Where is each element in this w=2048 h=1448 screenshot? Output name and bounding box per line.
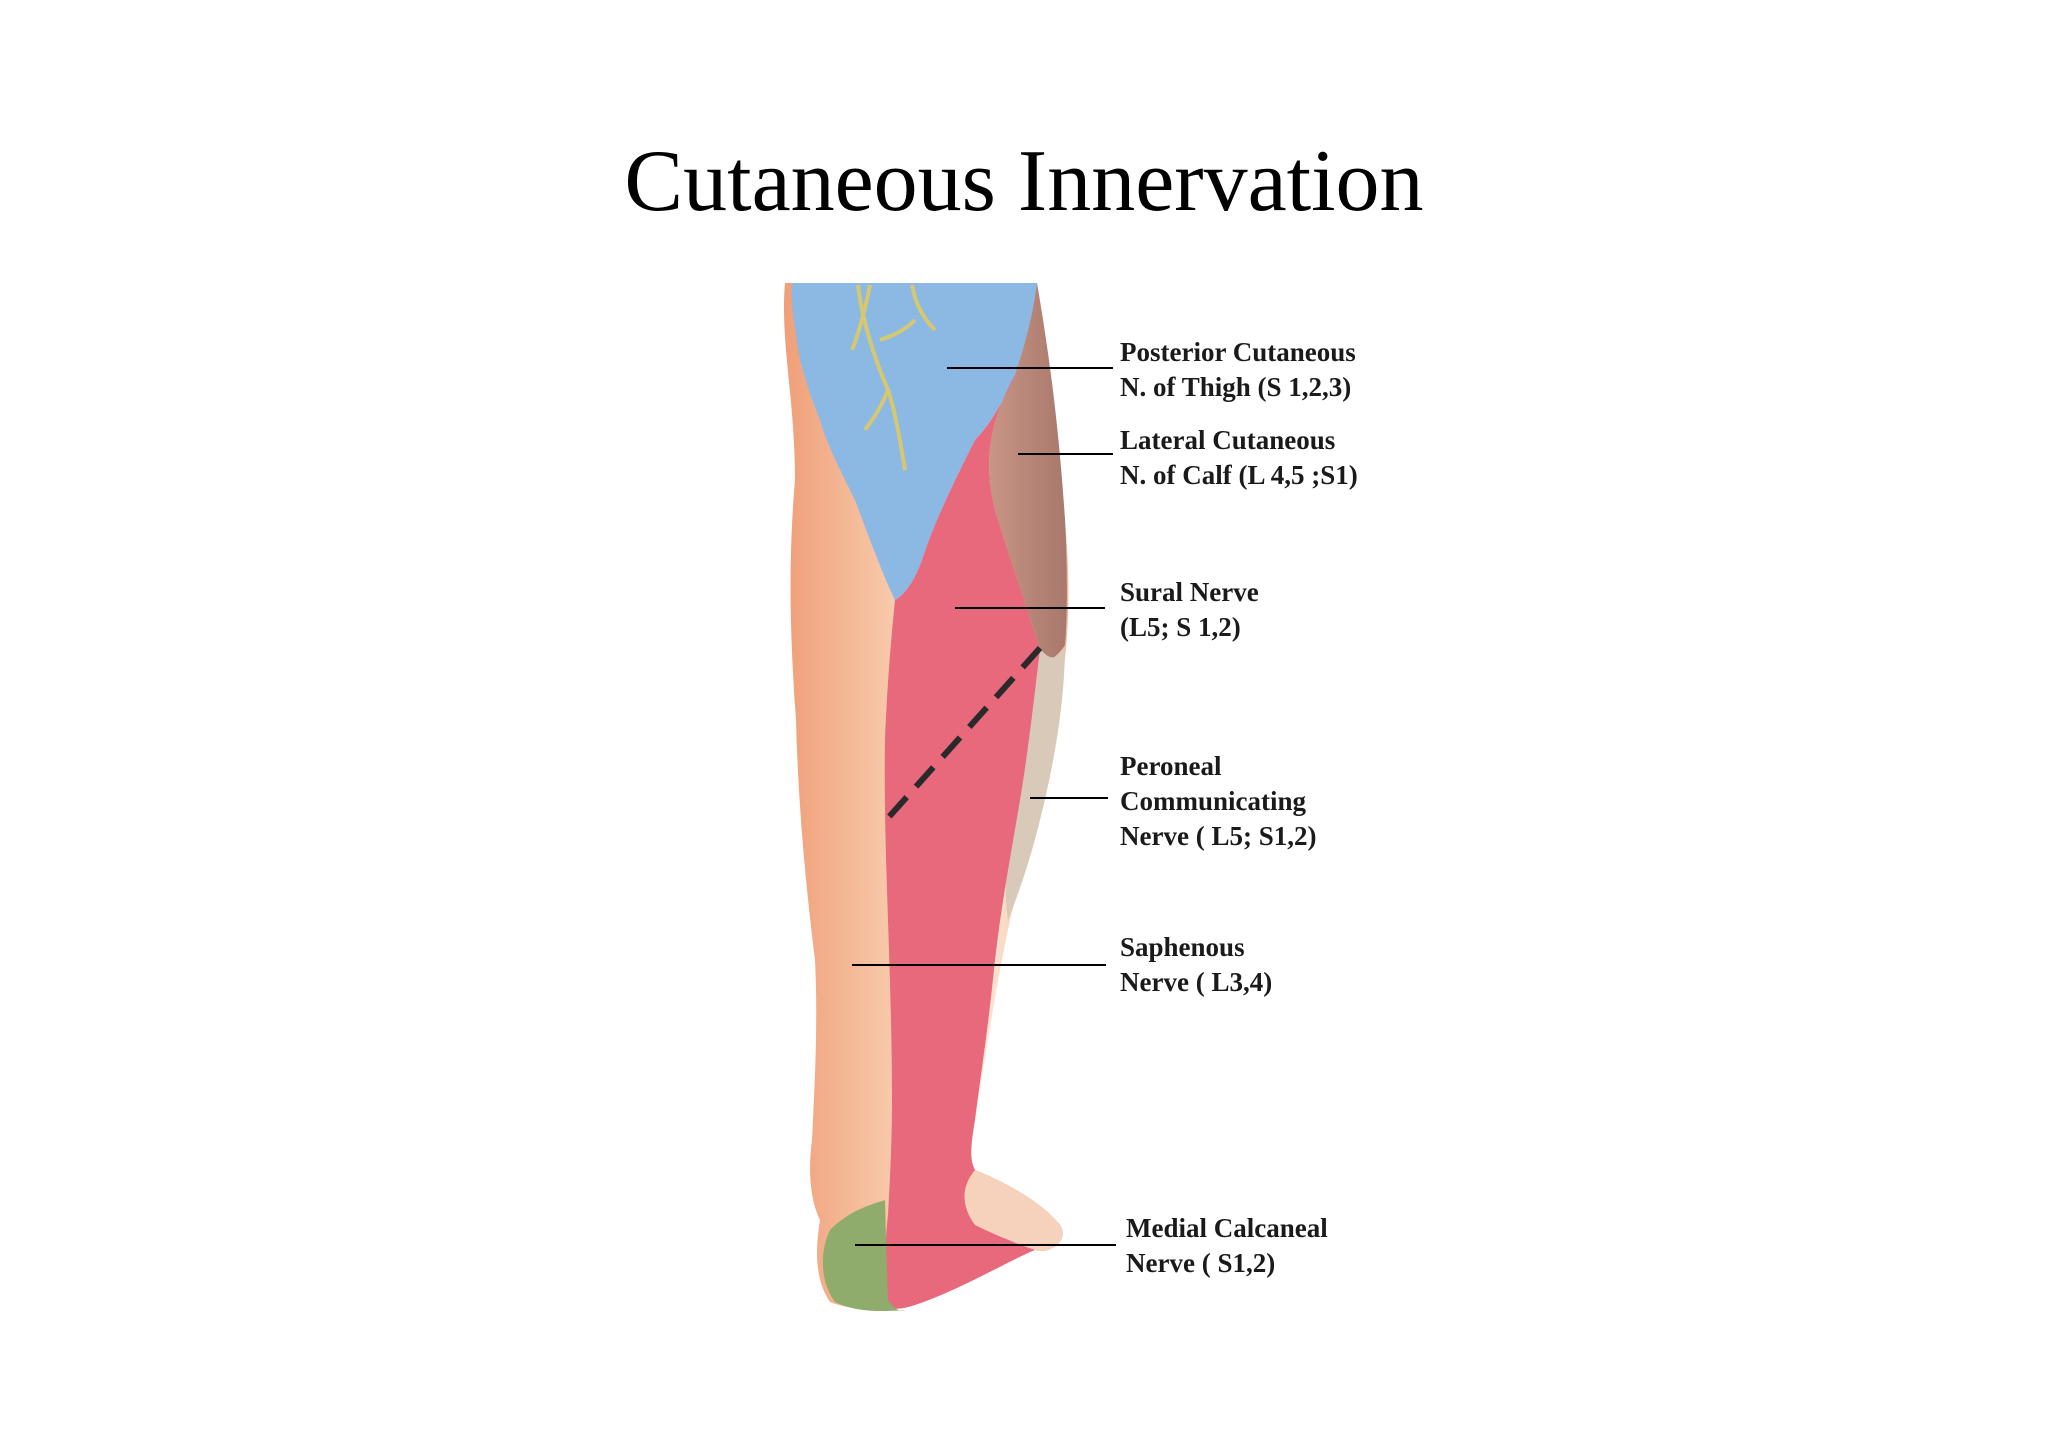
label-line: Nerve ( L5; S1,2) (1120, 821, 1317, 851)
page-title: Cutaneous Innervation (624, 133, 1424, 230)
label-medial-calcaneal: Medial Calcaneal Nerve ( S1,2) (1126, 1211, 1328, 1281)
label-line: Nerve ( S1,2) (1126, 1248, 1276, 1278)
label-line: Lateral Cutaneous (1120, 425, 1336, 455)
foot-toes (964, 1170, 1063, 1251)
label-lateral-cutaneous: Lateral Cutaneous N. of Calf (L 4,5 ;S1) (1120, 423, 1358, 493)
label-line: Peroneal (1120, 751, 1222, 781)
region-lateral-cutaneous-calf (989, 283, 1067, 660)
label-posterior-cutaneous: Posterior Cutaneous N. of Thigh (S 1,2,3… (1120, 335, 1356, 405)
label-line: Nerve ( L3,4) (1120, 967, 1273, 997)
label-line: Sural Nerve (1120, 577, 1259, 607)
label-line: (L5; S 1,2) (1120, 612, 1241, 642)
label-line: Posterior Cutaneous (1120, 337, 1356, 367)
nerve-strands (850, 284, 937, 471)
region-peroneal-communicating (1005, 645, 1065, 920)
label-line: Saphenous (1120, 932, 1245, 962)
region-medial-calcaneal (822, 1200, 905, 1312)
leader-lines (852, 367, 1116, 1246)
label-peroneal: Peroneal Communicating Nerve ( L5; S1,2) (1120, 749, 1316, 854)
region-posterior-cutaneous-thigh (791, 283, 1037, 600)
label-sural: Sural Nerve (L5; S 1,2) (1120, 575, 1259, 645)
label-line: N. of Thigh (S 1,2,3) (1120, 372, 1352, 402)
label-line: N. of Calf (L 4,5 ;S1) (1120, 460, 1358, 490)
label-line: Communicating (1120, 786, 1307, 816)
label-line: Medial Calcaneal (1126, 1213, 1328, 1243)
label-saphenous: Saphenous Nerve ( L3,4) (1120, 930, 1272, 1000)
